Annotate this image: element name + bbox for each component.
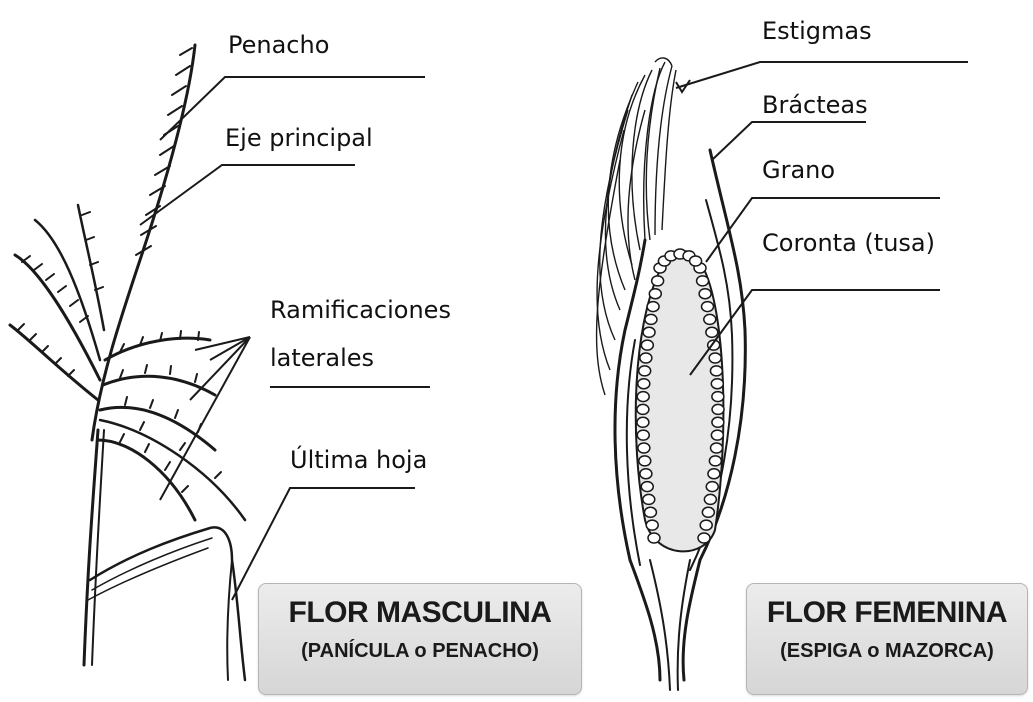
kernel [711, 443, 723, 453]
kernel [709, 456, 721, 466]
label-ultima-hoja: Última hoja [290, 447, 427, 473]
kernel [708, 469, 720, 479]
kernel [638, 443, 650, 453]
kernel [699, 289, 711, 299]
kernel [640, 353, 652, 363]
kernel [639, 456, 651, 466]
label-laterales: laterales [270, 345, 374, 371]
kernel [652, 276, 664, 286]
kernel [649, 289, 661, 299]
kernel [690, 256, 702, 266]
kernel [702, 507, 714, 517]
kernel [698, 533, 710, 543]
label-coronta: Coronta (tusa) [762, 230, 935, 256]
kernel [712, 417, 724, 427]
female-title: FLOR FEMENINA [747, 596, 1027, 630]
kernel [637, 417, 649, 427]
label-grano: Grano [762, 157, 835, 183]
kernel [712, 392, 724, 402]
kernel [709, 353, 721, 363]
kernel [712, 404, 724, 414]
kernel [644, 507, 656, 517]
label-estigmas: Estigmas [762, 18, 872, 44]
kernel [648, 533, 660, 543]
kernel [637, 392, 649, 402]
label-bracteas: Brácteas [762, 92, 868, 118]
male-title-box: FLOR MASCULINA (PANÍCULA o PENACHO) [258, 583, 582, 695]
kernel [711, 379, 723, 389]
kernel [697, 276, 709, 286]
kernel [641, 340, 653, 350]
female-ear-drawing [615, 150, 745, 690]
kernel [643, 327, 655, 337]
kernel [645, 314, 657, 324]
kernel [704, 314, 716, 324]
kernel [706, 482, 718, 492]
male-title: FLOR MASCULINA [259, 596, 581, 630]
kernel [641, 482, 653, 492]
female-subtitle: (ESPIGA o MAZORCA) [747, 640, 1027, 663]
male-subtitle: (PANÍCULA o PENACHO) [259, 640, 581, 663]
kernel [639, 366, 651, 376]
kernel [704, 494, 716, 504]
label-penacho: Penacho [228, 32, 329, 58]
kernel [637, 430, 649, 440]
kernel [710, 366, 722, 376]
label-eje-principal: Eje principal [225, 125, 373, 151]
male-panicle-drawing [10, 45, 245, 680]
label-ramificaciones: Ramificaciones [270, 297, 451, 323]
kernel [643, 494, 655, 504]
kernel [640, 469, 652, 479]
kernel [702, 302, 714, 312]
kernel [647, 302, 659, 312]
kernel [711, 430, 723, 440]
kernel [706, 327, 718, 337]
female-title-box: FLOR FEMENINA (ESPIGA o MAZORCA) [746, 583, 1028, 695]
kernel [700, 520, 712, 530]
kernel [637, 404, 649, 414]
kernel [638, 379, 650, 389]
kernel [646, 520, 658, 530]
